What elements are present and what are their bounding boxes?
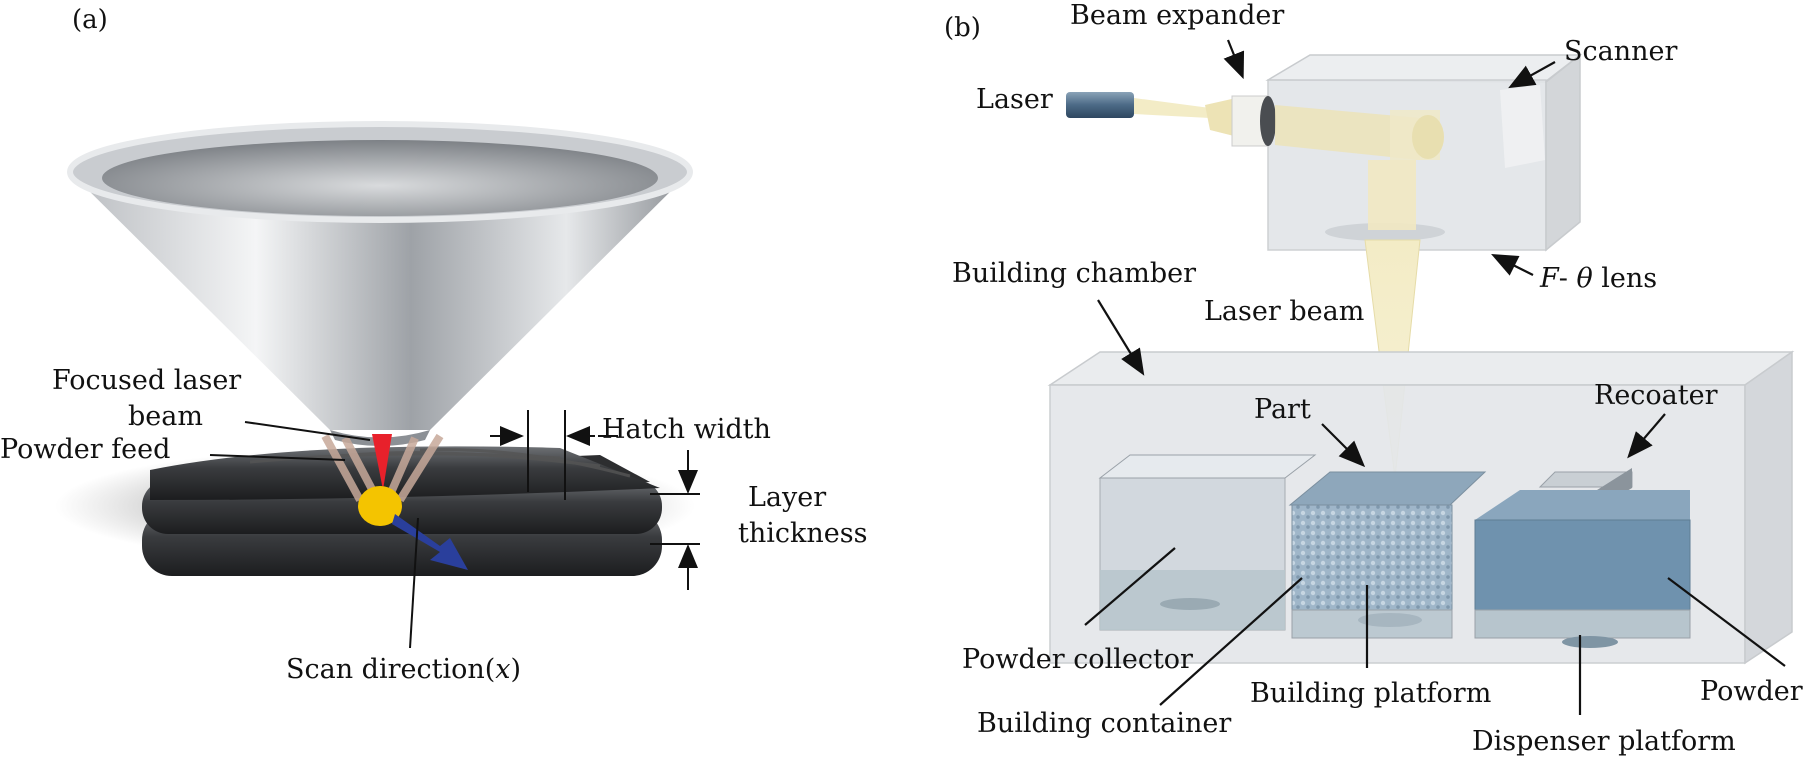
powder-feed-label: Powder feed <box>0 434 170 465</box>
panel-b-label: (b) <box>944 13 981 43</box>
beam-expander <box>1205 95 1276 147</box>
recoater-label: Recoater <box>1594 380 1718 411</box>
laser-label: Laser <box>976 84 1053 115</box>
scan-direction-arrow <box>392 514 468 570</box>
scanner-optics <box>1275 105 1444 230</box>
building-container <box>1288 471 1487 639</box>
building-container-label: Building container <box>977 708 1231 739</box>
powder-feed-streams <box>321 433 444 503</box>
layer-thickness-label-2: thickness <box>738 518 867 549</box>
focused-laser-beam-label-2: beam <box>128 401 203 432</box>
scanner-label: Scanner <box>1564 36 1677 67</box>
dispenser-platform-label: Dispenser platform <box>1472 726 1736 757</box>
f-theta-lens-label: F- θ lens <box>1539 263 1657 294</box>
laser-body <box>1066 92 1134 118</box>
scan-direction-label: Scan direction(x) <box>286 654 521 685</box>
laser-beam-horizontal <box>1134 98 1210 118</box>
panel-b: (b) <box>944 0 1803 757</box>
hatch-width-label: Hatch width <box>602 414 771 445</box>
deposited-layers <box>142 446 662 576</box>
focused-laser-beam-label-1: Focused laser <box>52 365 241 396</box>
panel-a: (a) <box>0 5 867 685</box>
building-chamber-label: Building chamber <box>952 258 1196 289</box>
panel-b-leaders <box>1084 39 1786 715</box>
laser-beam-label: Laser beam <box>1204 296 1364 327</box>
nozzle-cone <box>67 121 693 446</box>
dispenser <box>1474 468 1691 648</box>
melt-pool <box>358 486 402 526</box>
panel-a-label: (a) <box>72 5 108 35</box>
focused-laser-beam <box>372 434 392 490</box>
powder-collector <box>1098 454 1317 631</box>
powder-collector-label: Powder collector <box>962 644 1193 675</box>
layer-thickness-label-1: Layer <box>748 482 826 513</box>
part-label: Part <box>1254 394 1311 425</box>
powder-label: Powder <box>1700 676 1803 707</box>
panel-a-leaders <box>209 410 700 649</box>
building-platform-label: Building platform <box>1250 678 1491 709</box>
beam-expander-label: Beam expander <box>1070 0 1284 31</box>
